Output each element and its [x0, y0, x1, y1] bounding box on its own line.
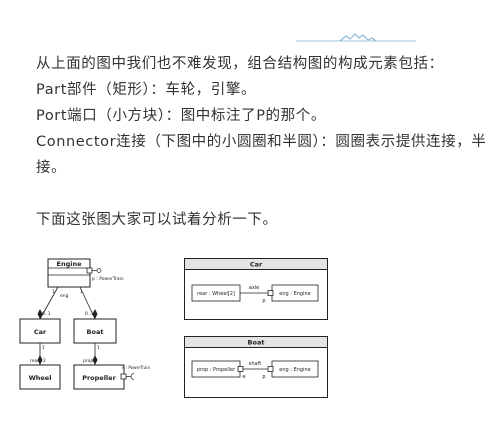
engine-port-label: p	[262, 374, 265, 380]
multiplicity-label: 0..1	[42, 311, 51, 317]
association-role-eng: eng	[60, 294, 69, 299]
multiplicity-label: 1	[97, 345, 100, 351]
engine-port-icon	[267, 366, 274, 372]
rear-wheel-part-label: rear : Wheel[2]	[197, 291, 235, 297]
propeller-port-icon	[237, 366, 244, 372]
association-role-prop: prop	[83, 358, 93, 364]
multiplicity-label: 0..1	[85, 311, 94, 317]
composition-diamond-icon	[92, 355, 98, 365]
decorative-divider	[296, 33, 416, 42]
provided-interface-icon	[96, 268, 102, 273]
car-composite-structure: Car rear : Wheel[2] eng : Engine axle p	[184, 258, 328, 320]
propeller-port-label: e	[242, 374, 245, 380]
multiplicity-label: 2	[43, 358, 46, 364]
multiplicity-label: 1	[42, 345, 45, 351]
composition-diamond-icon	[37, 355, 43, 365]
composition-diamond-icon	[92, 309, 98, 319]
propeller-class-name: Propeller	[82, 374, 116, 382]
engine-port-icon	[86, 267, 93, 274]
boat-class-name: Boat	[87, 328, 104, 336]
class-diagram: Engine Car Boat Wheel Propeller p : Powe…	[19, 258, 151, 390]
engine-port-label: p	[262, 298, 265, 304]
paragraph-port: Port端口（小方块）：图中标注了P的那个。	[36, 108, 326, 124]
engine-class-name: Engine	[57, 260, 83, 268]
car-class-box	[19, 318, 61, 344]
boat-composite-structure: Boat prop : Propeller eng : Engine shaft…	[184, 336, 328, 398]
wheel-class-box	[19, 364, 61, 390]
required-interface-icon	[130, 373, 135, 380]
engine-part-label: eng : Engine	[279, 291, 310, 297]
engine-part-label: eng : Engine	[279, 367, 310, 373]
shaft-connector-label: shaft	[249, 361, 262, 367]
propeller-port-label: e : PowerTrain	[122, 365, 151, 370]
composition-diamond-icon	[37, 309, 43, 319]
engine-port-icon	[267, 290, 274, 296]
paragraph-diagram-intro: 下面这张图大家可以试着分析一下。	[36, 212, 278, 228]
car-structure-title: Car	[250, 261, 263, 269]
engine-port-label: p : PowerTrain	[92, 276, 124, 282]
paragraph-part: Part部件（矩形）：车轮，引擎。	[36, 82, 257, 98]
paragraph-elements-intro: 从上面的图中我们也不难发现，组合结构图的构成元素包括：	[36, 56, 444, 72]
multiplicity-label: 1	[80, 289, 83, 295]
boat-structure-title: Boat	[248, 339, 265, 347]
car-class-name: Car	[34, 328, 47, 336]
wheel-class-name: Wheel	[29, 374, 52, 382]
propeller-part-label: prop : Propeller	[197, 367, 236, 373]
propeller-port-icon	[120, 373, 127, 380]
association-role-rear: rear	[30, 358, 39, 364]
axle-connector-label: axle	[249, 285, 260, 291]
paragraph-connector: Connector连接（下图中的小圆圈和半圆）：圆圈表示提供连接，半	[36, 134, 487, 150]
multiplicity-label: 1	[52, 289, 55, 295]
paragraph-connector-continued: 接。	[36, 160, 67, 176]
